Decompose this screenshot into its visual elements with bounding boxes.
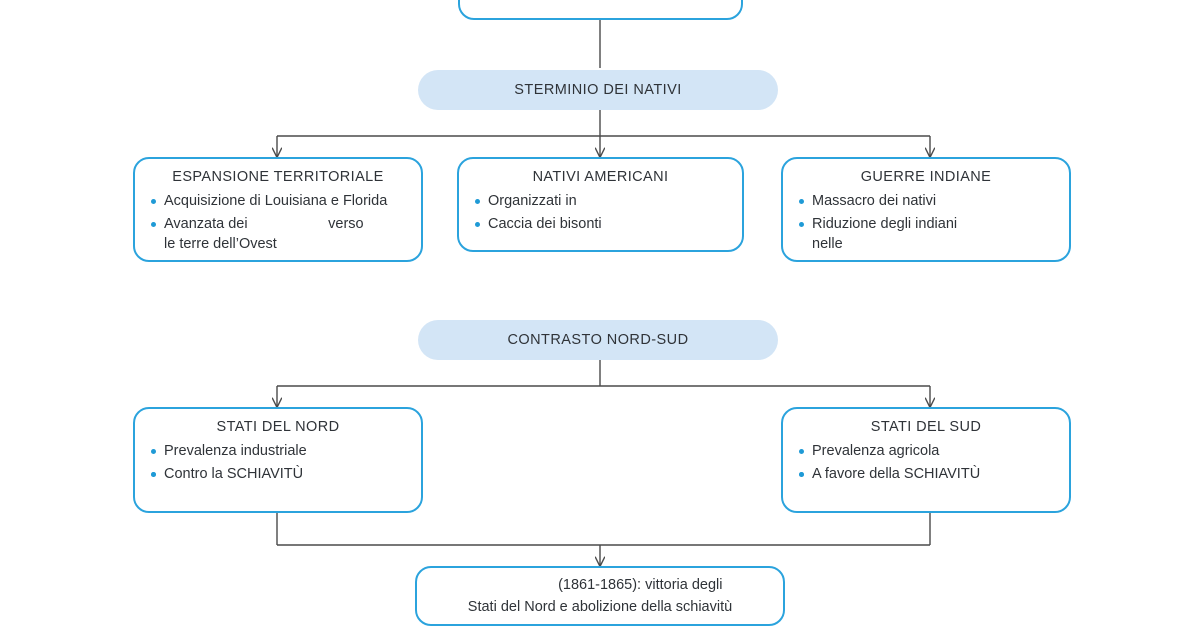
card-guerra-civile-outcome[interactable]: (1861-1865): vittoria degli Stati del No… <box>415 566 785 626</box>
section-header-contrasto-label: CONTRASTO NORD-SUD <box>507 332 689 348</box>
card-bullet-list: Organizzati in Caccia dei bisonti <box>473 191 728 234</box>
list-item: Prevalenza agricola <box>797 441 1055 462</box>
list-item: Organizzati in <box>473 191 728 212</box>
card-bullet-list: Prevalenza industriale Contro la SCHIAVI… <box>149 441 407 484</box>
list-item: Avanzata dei verso le terre dell’Ovest <box>149 214 407 255</box>
card-bullet-list: Prevalenza agricola A favore della SCHIA… <box>797 441 1055 484</box>
outcome-line-2: Stati del Nord e abolizione della schiav… <box>467 599 733 615</box>
card-title: STATI DEL NORD <box>216 419 340 435</box>
card-espansione-territoriale[interactable]: ESPANSIONE TERRITORIALE Acquisizione di … <box>133 157 423 262</box>
section-header-sterminio[interactable]: STERMINIO DEI NATIVI <box>418 70 778 110</box>
section-header-sterminio-label: STERMINIO DEI NATIVI <box>514 82 682 98</box>
card-nativi-americani[interactable]: NATIVI AMERICANI Organizzati in Caccia d… <box>457 157 744 252</box>
list-item: Acquisizione di Louisiana e Florida <box>149 191 407 212</box>
card-title: ESPANSIONE TERRITORIALE <box>172 169 384 185</box>
list-item: Massacro dei nativi <box>797 191 1055 212</box>
list-item: Prevalenza industriale <box>149 441 407 462</box>
card-stati-del-sud[interactable]: STATI DEL SUD Prevalenza agricola A favo… <box>781 407 1071 513</box>
card-title: GUERRE INDIANE <box>860 169 992 185</box>
outcome-text: (1861-1865): vittoria degli Stati del No… <box>468 574 732 619</box>
list-item: Contro la SCHIAVITÙ <box>149 464 407 485</box>
list-item: Riduzione degli indiani nelle <box>797 214 1055 255</box>
outcome-line-1: (1861-1865): vittoria degli <box>477 576 723 593</box>
section-header-contrasto[interactable]: CONTRASTO NORD-SUD <box>418 320 778 360</box>
list-item: Caccia dei bisonti <box>473 214 728 235</box>
card-guerre-indiane[interactable]: GUERRE INDIANE Massacro dei nativi Riduz… <box>781 157 1071 262</box>
list-item: A favore della SCHIAVITÙ <box>797 464 1055 485</box>
card-title: STATI DEL SUD <box>870 419 982 435</box>
card-bullet-list: Acquisizione di Louisiana e Florida Avan… <box>149 191 407 255</box>
card-bullet-list: Massacro dei nativi Riduzione degli indi… <box>797 191 1055 255</box>
card-stati-del-nord[interactable]: STATI DEL NORD Prevalenza industriale Co… <box>133 407 423 513</box>
card-title: NATIVI AMERICANI <box>532 169 669 185</box>
clipped-top-node <box>458 0 743 20</box>
